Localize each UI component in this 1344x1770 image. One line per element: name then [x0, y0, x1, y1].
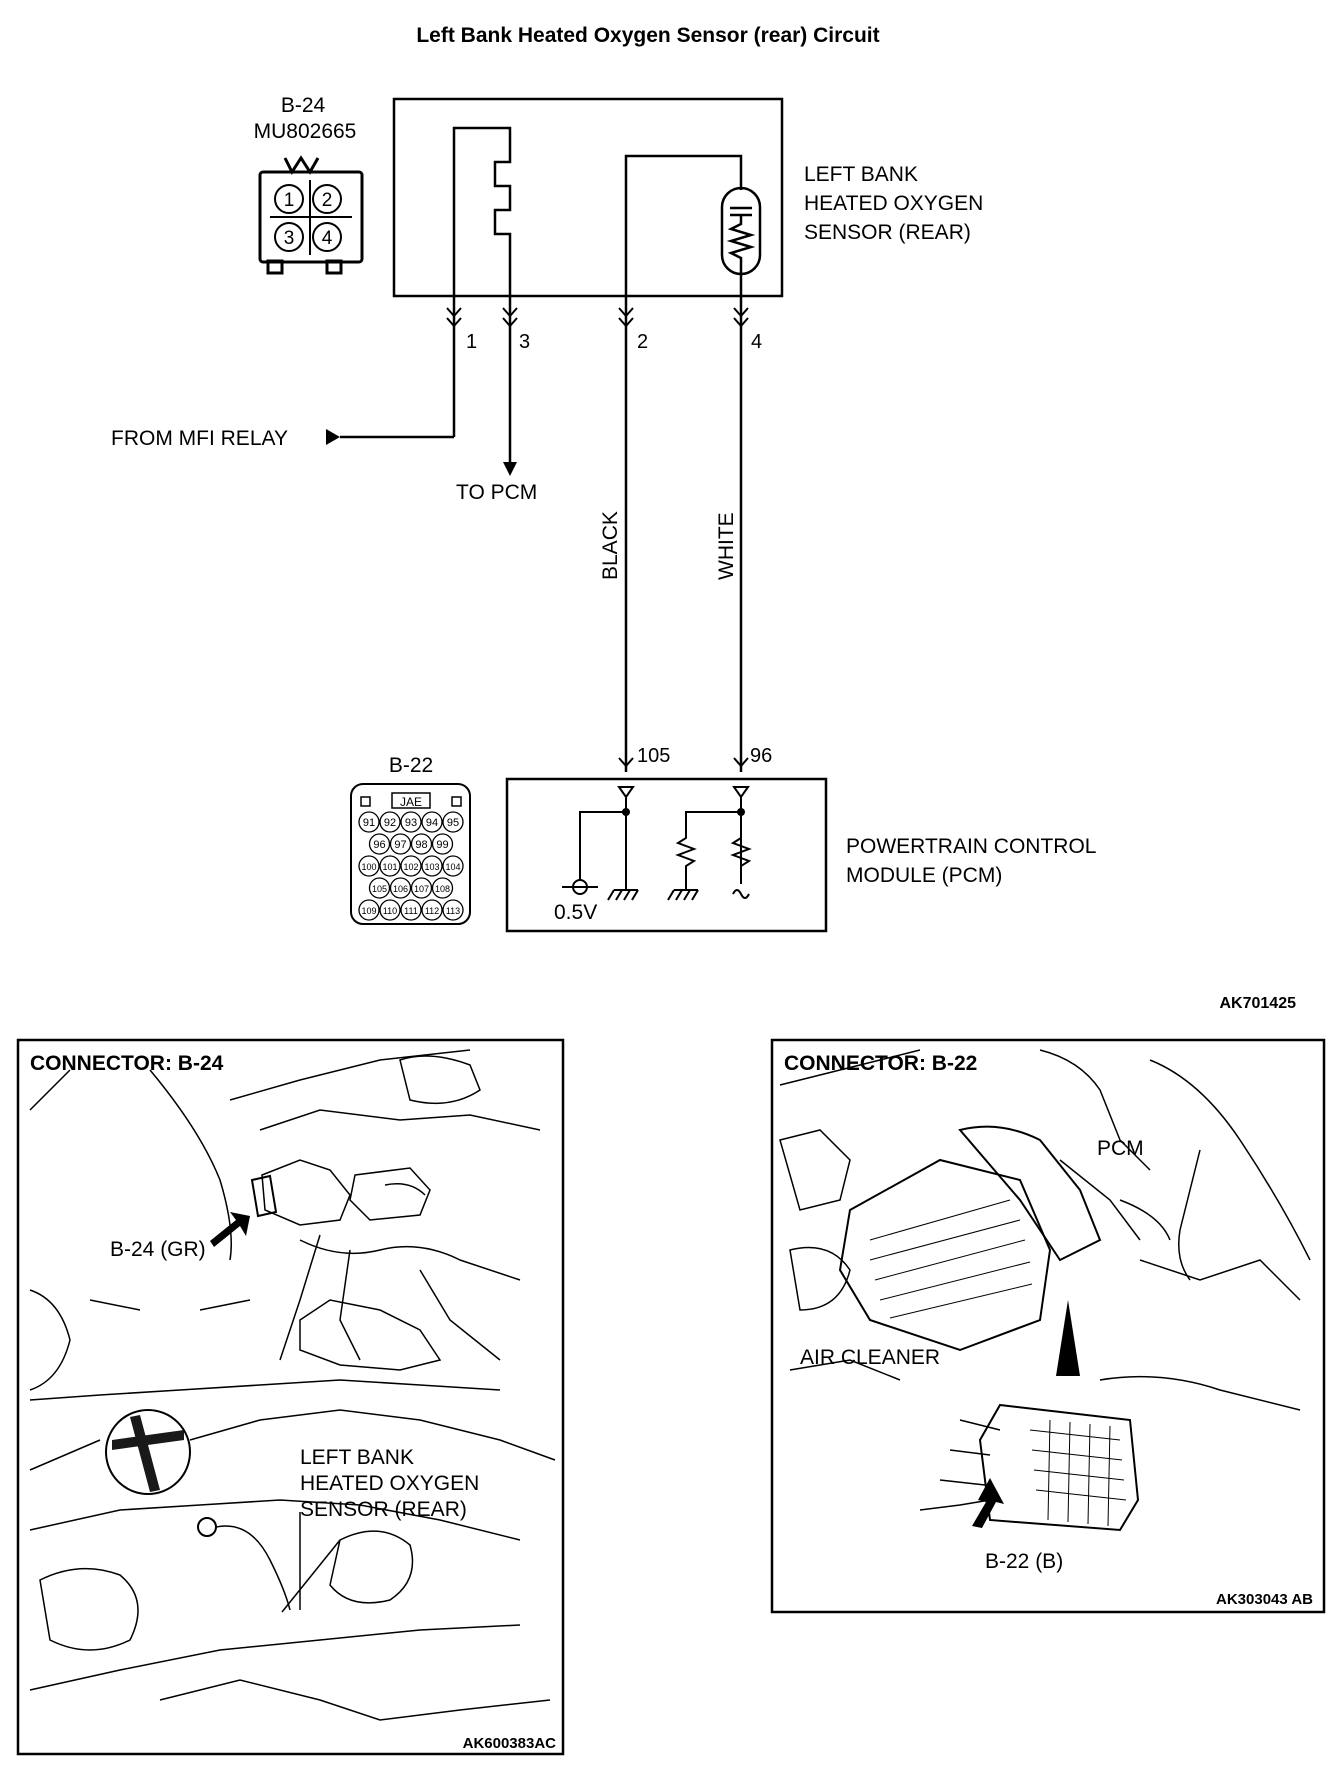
to-pcm-label: TO PCM — [456, 481, 537, 504]
terminal-2: 2 — [637, 331, 648, 353]
b22-pin-circle — [368, 877, 391, 899]
b22-pin-111: 111 — [404, 906, 418, 916]
b22-pin-circle — [431, 877, 454, 899]
terminal-4: 4 — [751, 331, 762, 353]
pcm-label-line2: MODULE (PCM) — [846, 864, 1002, 887]
b22-pin-103: 103 — [424, 862, 439, 872]
panel-left-sensor-callout-2: HEATED OXYGEN — [300, 1472, 479, 1495]
panel-right-connector-callout: B-22 (B) — [985, 1550, 1063, 1573]
pcm-voltage-label: 0.5V — [554, 901, 597, 924]
b24-part-number: MU802665 — [254, 120, 357, 143]
panel-right-code: AK303043 AB — [1216, 1591, 1313, 1608]
b22-pin-91: 91 — [363, 817, 375, 829]
panel-left-title: CONNECTOR: B-24 — [30, 1052, 224, 1075]
panel-left-code: AK600383AC — [463, 1735, 557, 1752]
b22-pin-circle — [389, 833, 412, 855]
b22-pin-96: 96 — [373, 839, 385, 851]
b22-pin-circle — [400, 899, 422, 921]
b22-pin-circle — [421, 811, 443, 833]
diagram-title: Left Bank Heated Oxygen Sensor (rear) Ci… — [416, 24, 879, 47]
b22-pin-92: 92 — [384, 817, 396, 829]
b22-pin-circle — [442, 899, 464, 921]
b22-pin-107: 107 — [414, 884, 429, 894]
harness-wires — [326, 296, 749, 772]
b22-connector-id: B-22 — [389, 754, 433, 777]
panel-left-sensor-callout-3: SENSOR (REAR) — [300, 1498, 467, 1521]
b22-pin-95: 95 — [447, 817, 459, 829]
b24-pin-4: 4 — [322, 228, 333, 249]
b22-pin-circle — [400, 855, 422, 877]
b22-pin-circle — [358, 855, 380, 877]
b22-pin-circle — [379, 811, 401, 833]
b24-pin-2: 2 — [322, 190, 333, 211]
b22-pin-108: 108 — [435, 884, 450, 894]
panel-left-connector-callout: B-24 (GR) — [110, 1238, 206, 1261]
pcm-box — [505, 757, 828, 933]
b24-connector-id: B-24 — [281, 94, 326, 117]
wire-color-white: WHITE — [715, 512, 738, 580]
diagram-code: AK701425 — [1220, 995, 1297, 1012]
b24-pin-1: 1 — [284, 190, 295, 211]
panel-right-air-cleaner-callout: AIR CLEANER — [800, 1346, 940, 1369]
panel-left-sensor-callout-1: LEFT BANK — [300, 1446, 414, 1469]
b22-pin-circle — [358, 811, 380, 833]
b22-pin-circle — [421, 899, 443, 921]
from-mfi-relay-label: FROM MFI RELAY — [111, 427, 288, 450]
b22-pin-113: 113 — [446, 906, 460, 916]
b24-connector-symbol: B-24 MU802665 1 2 3 4 — [254, 94, 364, 275]
b22-pin-circle — [389, 877, 412, 899]
pcm-terminal-105: 105 — [637, 745, 670, 767]
terminal-1: 1 — [466, 331, 477, 353]
b22-pin-100: 100 — [361, 862, 376, 872]
b22-pin-104: 104 — [445, 862, 460, 872]
b22-pin-105: 105 — [372, 884, 387, 894]
b22-pin-circle — [410, 877, 433, 899]
b24-pin-3: 3 — [284, 228, 295, 249]
b22-pin-102: 102 — [403, 862, 418, 872]
b22-pin-circle — [400, 811, 422, 833]
b22-pin-94: 94 — [426, 817, 438, 829]
b22-pin-106: 106 — [393, 884, 408, 894]
wire-color-black: BLACK — [599, 511, 622, 580]
b22-connector-symbol: B-22 JAE — [350, 754, 471, 925]
b22-pin-circle — [410, 833, 433, 855]
b22-pin-grid: 91 92 93 94 95 96 97 98 99 100 101 102 103 104 105 106 1… — [358, 811, 464, 921]
sensor-label-line1: LEFT BANK — [804, 163, 918, 186]
pcm-label-line1: POWERTRAIN CONTROL — [846, 835, 1096, 858]
b22-pin-circle — [368, 833, 391, 855]
panel-right-title: CONNECTOR: B-22 — [784, 1052, 977, 1075]
terminal-3: 3 — [519, 331, 530, 353]
b22-pin-circle — [379, 855, 401, 877]
sensor-label: LEFT BANK HEATED OXYGEN SENSOR (REAR) — [804, 163, 983, 244]
sensor-label-line2: HEATED OXYGEN — [804, 192, 983, 215]
b22-pin-99: 99 — [436, 839, 448, 851]
b22-pin-93: 93 — [405, 817, 417, 829]
b22-pin-112: 112 — [425, 906, 439, 916]
b22-pin-circle — [421, 855, 443, 877]
b22-pin-circle — [442, 811, 464, 833]
panel-right-illustration — [770, 1038, 1326, 1614]
panel-left-illustration — [16, 1038, 565, 1756]
b22-pin-circle — [442, 855, 464, 877]
b22-pin-97: 97 — [394, 839, 406, 851]
b22-pin-circle — [379, 899, 401, 921]
panel-right-pcm-callout: PCM — [1097, 1137, 1144, 1160]
sensor-box — [392, 97, 784, 298]
b22-brand: JAE — [400, 795, 422, 809]
b22-pin-circle — [358, 899, 380, 921]
b22-pin-98: 98 — [415, 839, 427, 851]
b22-pin-101: 101 — [382, 862, 397, 872]
b22-pin-109: 109 — [361, 906, 376, 916]
b22-pin-circle — [431, 833, 454, 855]
b22-pin-110: 110 — [383, 906, 397, 916]
pcm-terminal-96: 96 — [750, 745, 772, 767]
sensor-label-line3: SENSOR (REAR) — [804, 221, 971, 244]
